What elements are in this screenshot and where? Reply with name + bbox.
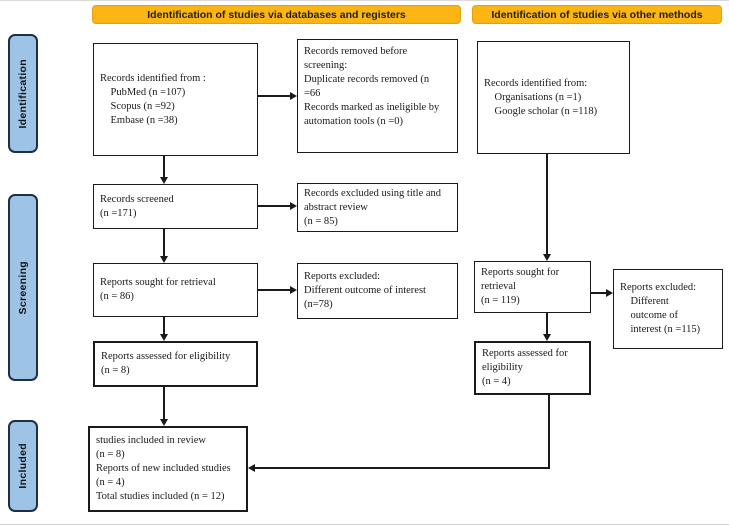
box-reports-sought-databases: Reports sought for retrieval(n = 86): [93, 263, 258, 317]
arrow-other-identified-to-sought-head: [542, 254, 551, 261]
stage-included-label: Included: [17, 443, 29, 489]
box-reports-excluded-other: Reports excluded: Different outcome of i…: [613, 269, 723, 349]
box-records-identified-databases: Records identified from : PubMed (n =107…: [93, 43, 258, 156]
box-reports-excluded-databases: Reports excluded:Different outcome of in…: [297, 263, 458, 319]
arrow-screened-to-sought-line: [163, 229, 165, 257]
box-records-screened: Records screened(n =171): [93, 184, 258, 229]
banner-databases-registers: Identification of studies via databases …: [92, 5, 461, 24]
arrow-identified-to-screened-line: [163, 156, 165, 178]
arrow-other-assessed-to-included-head: [248, 463, 255, 472]
arrow-assessed-to-included-head: [159, 419, 168, 426]
box-studies-included: studies included in review(n = 8)Reports…: [88, 426, 248, 512]
arrow-identified-to-removed-line: [258, 95, 290, 97]
arrow-other-sought-to-excluded-head: [606, 288, 613, 297]
arrow-sought-to-excluded-line: [258, 289, 290, 291]
arrow-sought-to-assessed-head: [159, 334, 168, 341]
arrow-screened-to-excluded-line: [258, 205, 290, 207]
arrow-other-assessed-to-included-vline: [548, 395, 550, 468]
arrow-sought-to-excluded-head: [290, 285, 297, 294]
arrow-other-sought-to-assessed-line: [546, 313, 548, 335]
box-records-identified-other: Records identified from: Organisations (…: [477, 41, 630, 154]
arrow-identified-to-screened-head: [159, 177, 168, 184]
arrow-assessed-to-included-line: [163, 387, 165, 420]
stage-identification: Identification: [8, 34, 38, 153]
stage-screening: Screening: [8, 194, 38, 381]
arrow-other-sought-to-excluded-line: [591, 292, 606, 294]
arrow-sought-to-assessed-line: [163, 317, 165, 335]
arrow-other-sought-to-assessed-head: [542, 334, 551, 341]
box-reports-assessed-databases: Reports assessed for eligibility(n = 8): [93, 341, 258, 387]
banner-other-methods: Identification of studies via other meth…: [472, 5, 722, 24]
arrow-other-assessed-to-included-hline: [255, 467, 550, 469]
arrow-screened-to-excluded-head: [290, 201, 297, 210]
arrow-screened-to-sought-head: [159, 256, 168, 263]
arrow-identified-to-removed-head: [290, 91, 297, 100]
stage-identification-label: Identification: [17, 58, 29, 129]
stage-screening-label: Screening: [17, 260, 29, 315]
arrow-other-identified-to-sought-line: [546, 154, 548, 255]
stage-included: Included: [8, 420, 38, 512]
